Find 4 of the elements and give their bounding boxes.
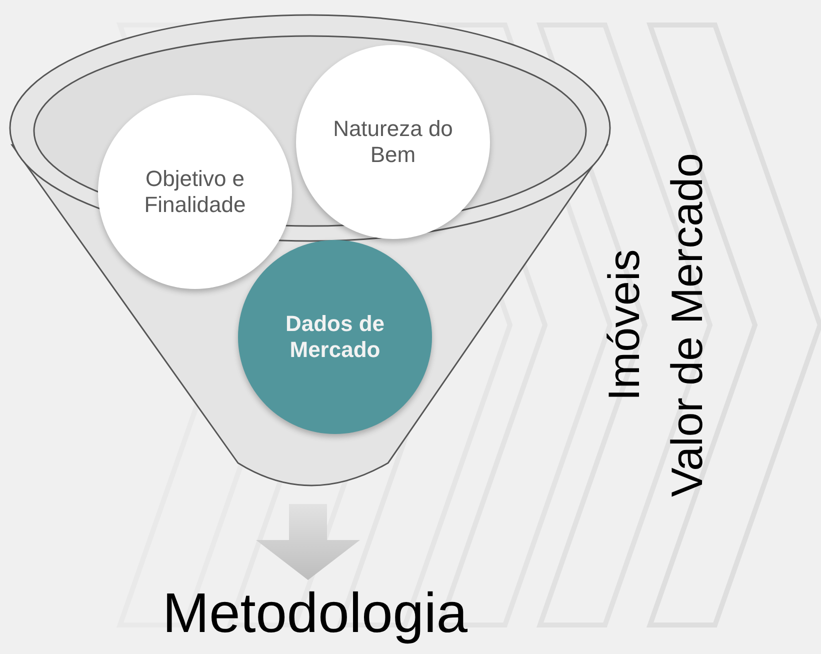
vertical-label: Valor de Mercado [663,152,713,498]
block-arrow [256,504,360,580]
vertical-label: Imóveis [600,249,650,401]
output-label: Metodologia [130,578,500,652]
